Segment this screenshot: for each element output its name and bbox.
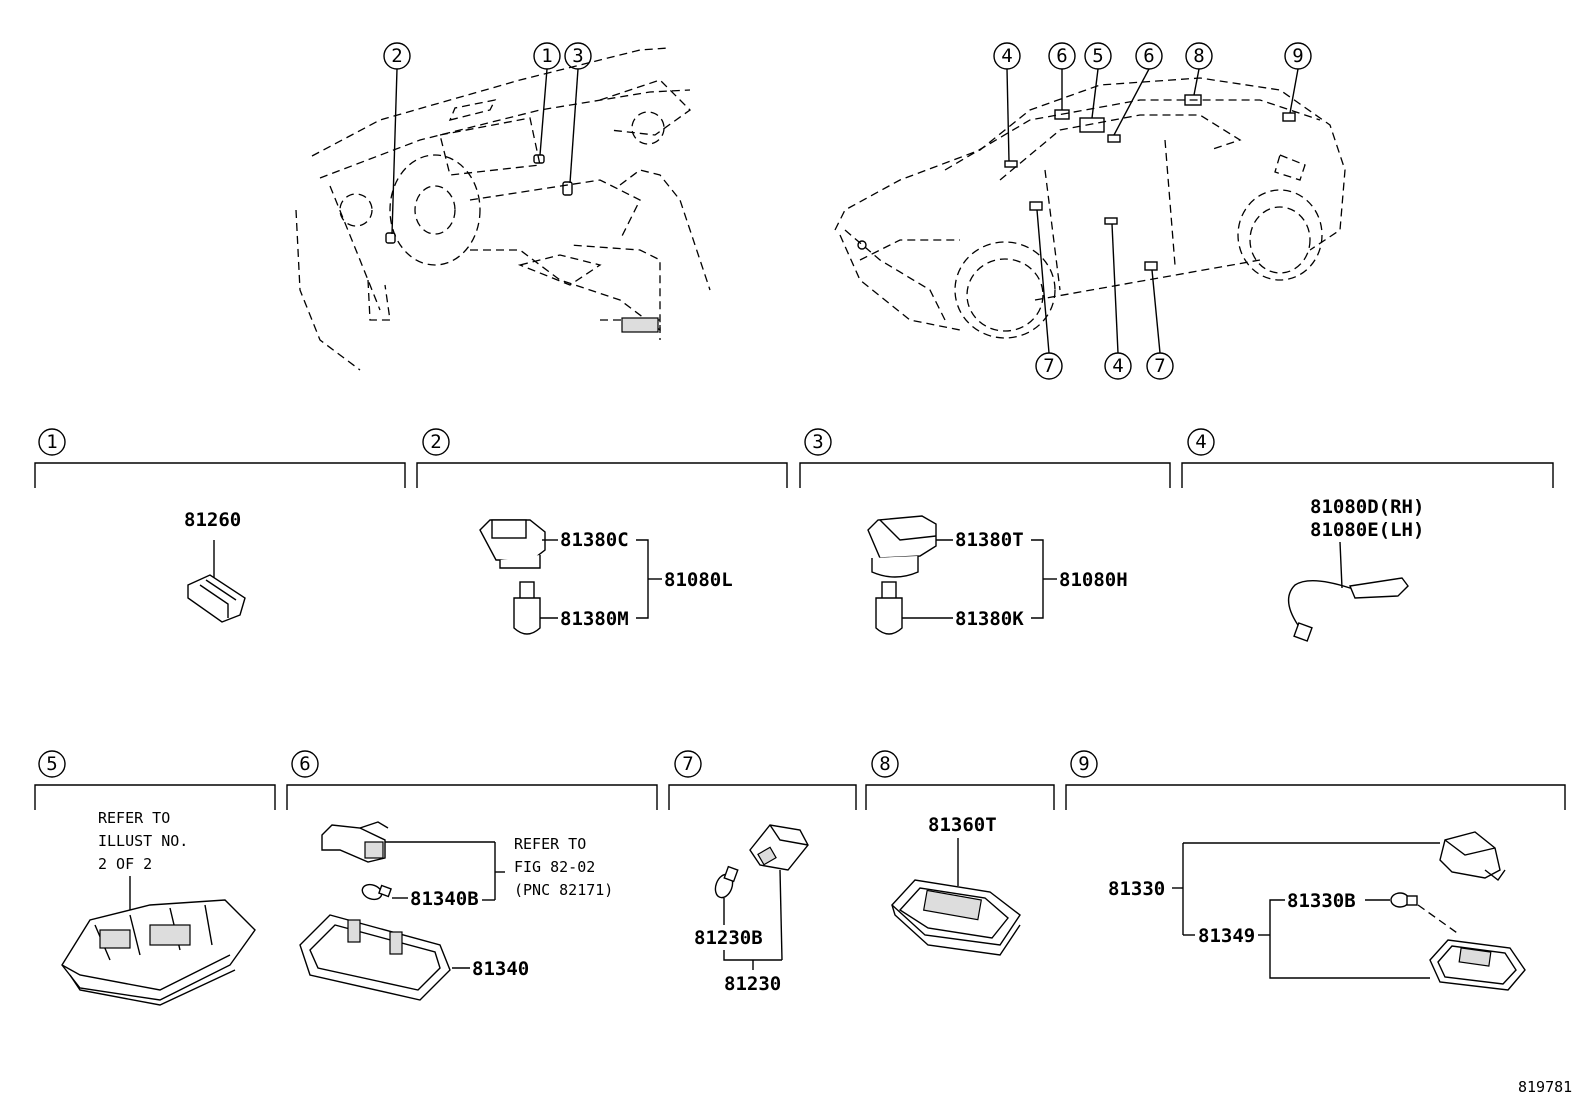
section-9-number: 9 (1078, 753, 1089, 775)
part-81360T-label: 81360T (928, 814, 997, 836)
housing-81349-drawing (1429, 939, 1526, 991)
section-7: 81230B 81230 (694, 824, 809, 995)
overhead-console-drawing (61, 899, 256, 1006)
callout-6-top-b: 6 (1143, 45, 1154, 67)
section-headers-row1: 1 2 3 4 (34, 428, 1554, 488)
top-callouts: 2 1 3 4 6 5 6 8 9 7 (383, 42, 1312, 380)
part-81230B-label: 81230B (694, 927, 763, 949)
callout-4-car-b: 4 (1112, 355, 1123, 377)
section-5-note-line1: REFER TO (98, 809, 170, 827)
section-9: 81330 81349 81330B (1108, 831, 1526, 991)
socket-81230-drawing (749, 824, 809, 871)
section-headers-row2: 5 6 7 8 9 (34, 750, 1566, 810)
part-81380M-drawing (513, 581, 541, 635)
section-4: 81080D(RH) 81080E(LH) (1287, 496, 1424, 642)
section-1: 81260 (184, 509, 246, 623)
part-81380M-label: 81380M (560, 608, 629, 630)
section-5-note-line2: ILLUST NO. (98, 832, 188, 850)
part-81380T-drawing (867, 515, 937, 578)
part-81380C-drawing (479, 519, 546, 569)
section-6-note-line1: REFER TO (514, 835, 586, 853)
section-8-number: 8 (879, 753, 890, 775)
figure-id: 819781 (1518, 1078, 1572, 1096)
bulb-81340B-drawing (361, 883, 392, 901)
section-5: REFER TO ILLUST NO. 2 OF 2 (61, 809, 256, 1006)
cover-81330-drawing (1439, 831, 1506, 882)
section-6-note-line2: FIG 82-02 (514, 858, 595, 876)
section-8: 81360T (891, 814, 1021, 956)
section-3: 81380T 81380K 81080H (867, 515, 1128, 635)
section-6-number: 6 (299, 753, 310, 775)
socket-81340-drawing (321, 821, 389, 863)
callout-7-car-b: 7 (1154, 355, 1165, 377)
bulb-81330B-drawing (1390, 892, 1418, 908)
bulb-81230B-drawing (714, 865, 739, 899)
dashboard-illustration (295, 47, 711, 371)
section-6: 81340B REFER TO FIG 82-02 (PNC 82171) 81… (299, 821, 613, 1001)
part-81380K-drawing (875, 581, 903, 635)
callout-3-top: 3 (572, 45, 583, 67)
part-81260-drawing (187, 574, 246, 623)
part-81349-label: 81349 (1198, 925, 1255, 947)
part-81080L-label: 81080L (664, 569, 733, 591)
lamp-81340-drawing (299, 914, 451, 1001)
part-81230-label: 81230 (724, 973, 781, 995)
car-illustration (834, 77, 1346, 339)
part-81080E-label: 81080E(LH) (1310, 519, 1424, 541)
callout-9-top: 9 (1292, 45, 1303, 67)
part-81260-label: 81260 (184, 509, 241, 531)
callout-2-top: 2 (391, 45, 402, 67)
section-7-number: 7 (682, 753, 693, 775)
section-5-note-line3: 2 OF 2 (98, 855, 152, 873)
section-5-number: 5 (46, 753, 57, 775)
part-81380K-label: 81380K (955, 608, 1024, 630)
callout-7-car-a: 7 (1043, 355, 1054, 377)
callout-8-top: 8 (1193, 45, 1204, 67)
section-4-number: 4 (1195, 431, 1206, 453)
part-81360T-drawing (891, 879, 1021, 956)
section-3-number: 3 (812, 431, 823, 453)
part-81340-label: 81340 (472, 958, 529, 980)
callout-4-top: 4 (1001, 45, 1012, 67)
part-81380T-label: 81380T (955, 529, 1024, 551)
part-81080D-label: 81080D(RH) (1310, 496, 1424, 518)
part-81080D-drawing (1287, 577, 1409, 642)
part-81380C-label: 81380C (560, 529, 629, 551)
part-81330-label: 81330 (1108, 878, 1165, 900)
part-81330B-label: 81330B (1287, 890, 1356, 912)
callout-5-top: 5 (1092, 45, 1103, 67)
section-2-number: 2 (430, 431, 441, 453)
part-81340B-label: 81340B (410, 888, 479, 910)
callout-1-top: 1 (541, 45, 552, 67)
section-2: 81380C 81380M 81080L (479, 519, 733, 635)
part-81080H-label: 81080H (1059, 569, 1128, 591)
section-6-note-line3: (PNC 82171) (514, 881, 613, 899)
section-1-number: 1 (46, 431, 57, 453)
callout-6-top-a: 6 (1056, 45, 1067, 67)
